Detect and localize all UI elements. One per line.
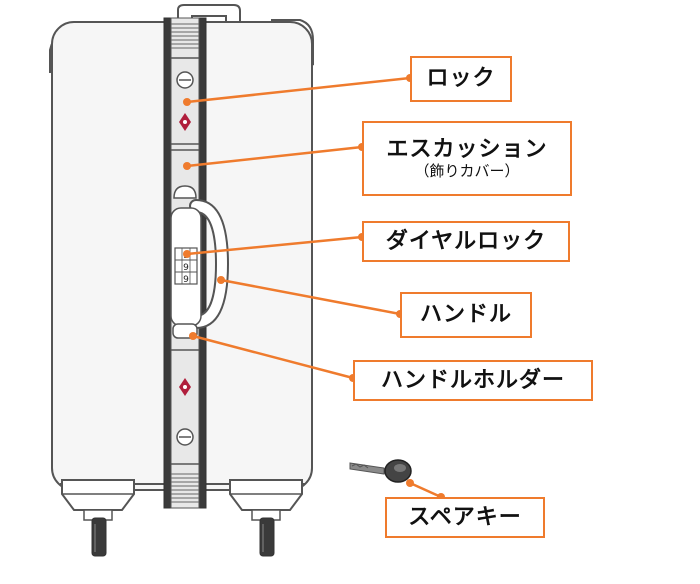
label-escutcheon: エスカッション （飾りカバー） <box>362 121 572 196</box>
label-spare-key: スペアキー <box>385 497 545 538</box>
lock-screw-icon <box>176 428 194 446</box>
key-icon <box>349 459 412 483</box>
label-escutcheon-text: エスカッション <box>386 136 548 162</box>
label-handle: ハンドル <box>400 292 532 338</box>
tsa-lock-icon <box>179 378 191 396</box>
leader-line-escutcheon <box>186 145 363 168</box>
label-dial-lock: ダイヤルロック <box>362 221 570 262</box>
label-handle-holder-text: ハンドルホルダー <box>380 367 565 393</box>
label-escutcheon-sub: （飾りカバー） <box>414 162 520 181</box>
label-handle-holder: ハンドルホルダー <box>353 360 593 401</box>
dial-digit: 9 <box>183 263 189 273</box>
leader-line-dial-lock <box>186 235 363 256</box>
label-handle-text: ハンドル <box>419 302 512 328</box>
label-lock-text: ロック <box>426 66 496 92</box>
escutcheon-top-loop <box>173 185 197 199</box>
label-lock: ロック <box>410 56 512 102</box>
leader-line-spare-key <box>409 481 442 499</box>
wheel-left <box>61 479 135 557</box>
leader-lines <box>186 76 442 499</box>
belt-ribs-bottom <box>171 473 199 503</box>
dial-digit: 9 <box>183 275 189 285</box>
wheel-right <box>229 479 303 557</box>
leader-line-handle <box>220 278 401 316</box>
leader-line-handle-holder <box>192 334 354 380</box>
belt-dividers <box>171 57 199 465</box>
tsa-lock-icon <box>179 113 191 131</box>
side-handle-inner <box>191 201 228 327</box>
leader-line-lock <box>186 76 411 104</box>
label-spare-key-text: スペアキー <box>408 504 522 530</box>
lock-screw-icon <box>176 71 194 89</box>
belt-ribs-top <box>171 23 199 49</box>
label-dial-lock-text: ダイヤルロック <box>385 228 547 254</box>
